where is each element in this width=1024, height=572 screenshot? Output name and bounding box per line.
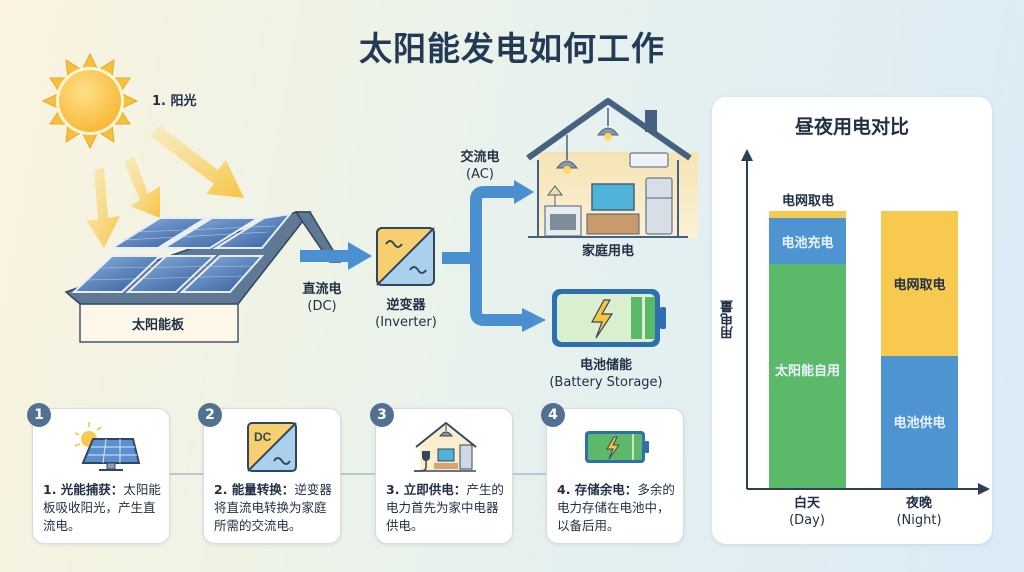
page-title: 太阳能发电如何工作: [359, 29, 665, 68]
step-text: 2. 能量转换：逆变器将直流电转换为家庭所需的交流电。: [214, 482, 332, 533]
x-label-night-sub: (Night): [896, 513, 942, 528]
sunlight-label: 1. 阳光: [152, 94, 197, 109]
house-plug-icon: [414, 421, 477, 472]
x-label-night: 夜晚: [905, 496, 932, 511]
sun-icon: [41, 52, 139, 150]
dc-label: 直流电: [302, 282, 342, 297]
battery-charge-icon: [585, 431, 649, 463]
inverter-dc-ac-icon: DC: [247, 422, 297, 472]
y-axis-label: 用电量: [721, 300, 736, 339]
house-icon: [526, 98, 698, 238]
step-card-1: 1 1. 光能捕获：太阳能板吸收阳光，产生直流电。: [27, 403, 170, 544]
sunlight-arrows: [86, 126, 244, 248]
chart-axes: [741, 149, 990, 495]
inverter-icon: [376, 227, 435, 286]
inverter-label: 逆变器: [386, 298, 426, 313]
day-solar-segment: 太阳能自用: [769, 264, 846, 488]
svg-text:DC: DC: [254, 430, 272, 444]
battery-icon: [552, 289, 666, 347]
inverter-sub-label: (Inverter): [375, 315, 437, 330]
step-text: 3. 立即供电：产生的电力首先为家中电器供电。: [386, 482, 504, 533]
step-card-2: 2 DC 2. 能量转换：逆变器将直流电转换为家庭所需的交流电。: [198, 403, 341, 544]
battery-sub-label: (Battery Storage): [549, 375, 663, 390]
step-text: 4. 存储余电：多余的电力存储在电池中，以备后用。: [557, 482, 675, 533]
x-label-day-sub: (Day): [789, 513, 825, 528]
step-card-4: 4 4. 存储余电：多余的电力存储在电池中，以备后用。: [541, 403, 684, 544]
step-badge: 2: [198, 403, 222, 427]
ac-branch-arrow: [442, 186, 526, 326]
step-badge: 1: [27, 403, 51, 427]
step-text: 1. 光能捕获：太阳能板吸收阳光，产生直流电。: [43, 482, 161, 533]
solar-panel-label: 太阳能板: [131, 318, 184, 333]
battery-label: 电池储能: [579, 358, 632, 373]
chart-title: 昼夜用电对比: [794, 116, 909, 138]
ac-label: 交流电: [460, 150, 500, 165]
step-card-3: 3 3. 立即供电：产生的电力首先为家中电器供电。: [370, 403, 513, 544]
step-badge: 4: [541, 403, 565, 427]
night-grid-segment: 电网取电: [881, 211, 958, 356]
day-grid-segment: [769, 211, 846, 218]
solar-panel-array: [71, 212, 293, 293]
night-battery-supply-segment: 电池供电: [881, 356, 958, 488]
dc-sub-label: (DC): [307, 299, 337, 314]
ac-sub-label: (AC): [466, 167, 494, 182]
x-label-day: 白天: [793, 496, 820, 511]
steps-connector-line: [60, 473, 660, 475]
home-label: 家庭用电: [581, 244, 634, 259]
dc-arrow: [300, 242, 372, 270]
day-grid-label: 电网取电: [781, 193, 834, 209]
day-battery-charge-segment: 电池充电: [769, 218, 846, 264]
step-badge: 3: [370, 403, 394, 427]
solar-panel-sun-icon: [74, 422, 141, 471]
